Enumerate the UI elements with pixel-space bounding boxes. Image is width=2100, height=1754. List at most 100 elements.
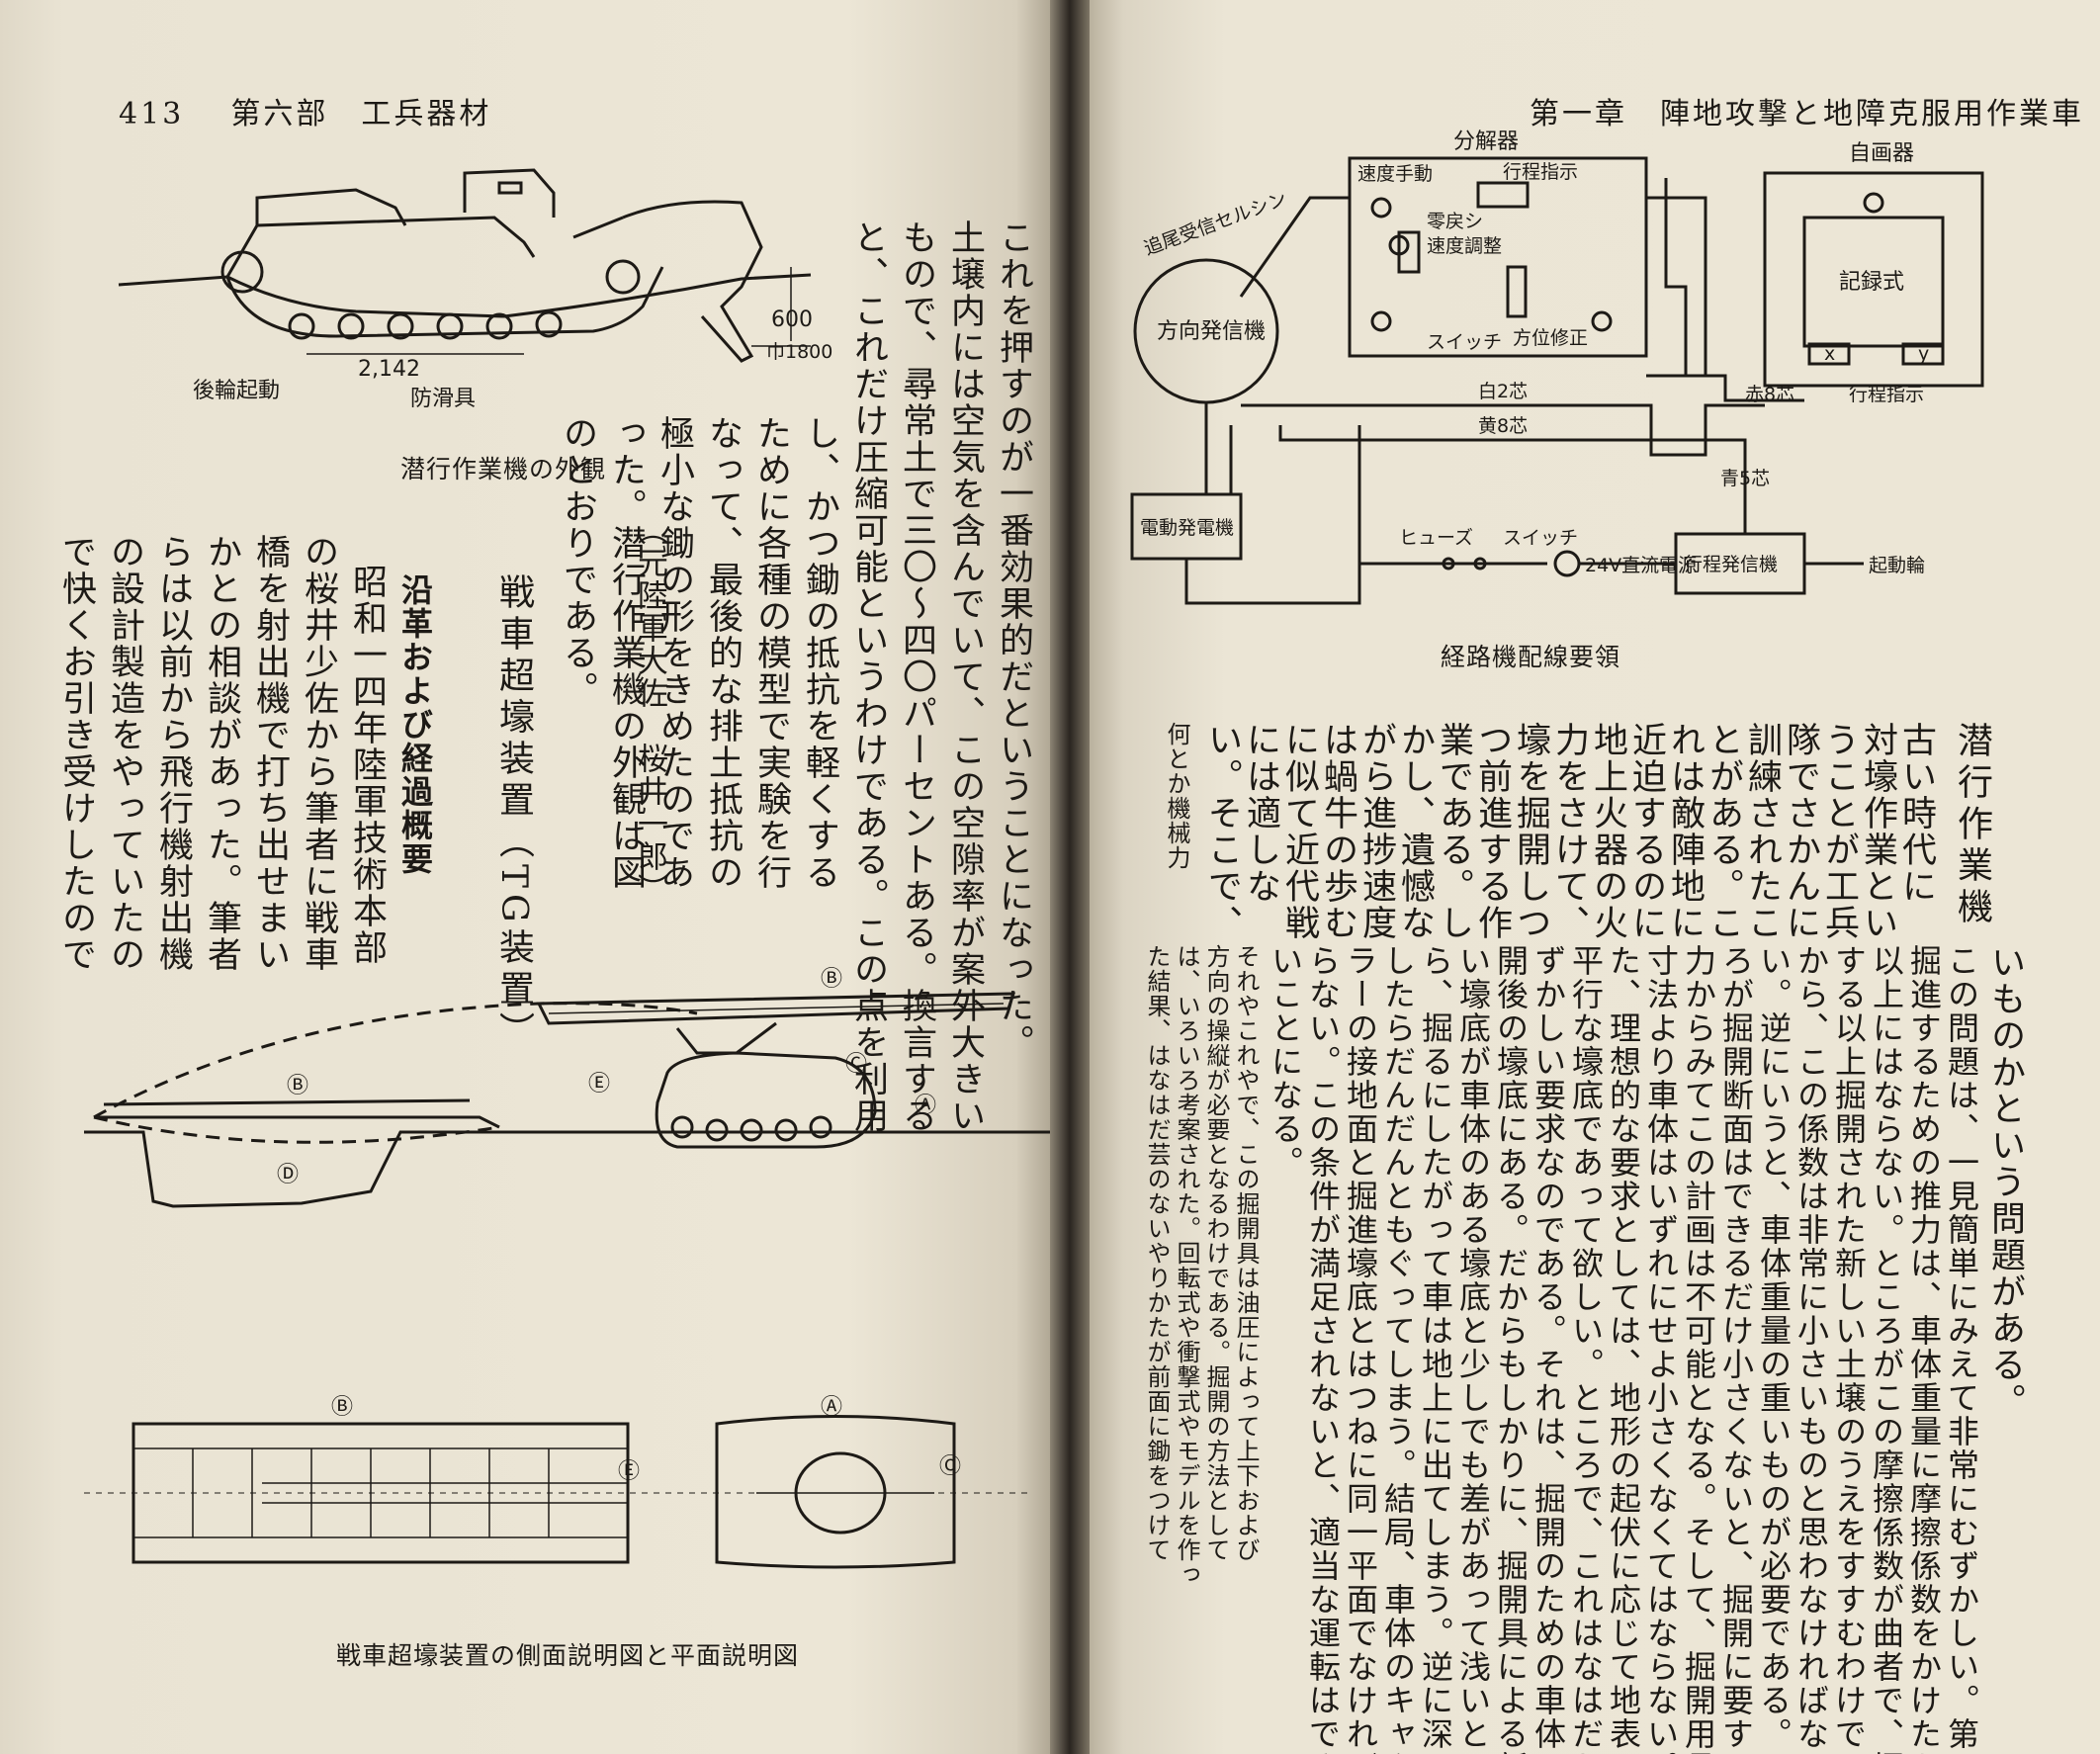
label-speed-adjust: 速度調整 xyxy=(1427,235,1502,257)
text-column: ずかしい要求なのである。それは、掘開のための車体は掘 xyxy=(1530,944,1567,1754)
right-chapter-title: 第一章 陣地攻撃と地障克服用作業車 xyxy=(1530,97,2084,132)
text-column: かし、遺憾な xyxy=(1395,722,1435,941)
tunneling-machine-figure: 2,142 600 巾1800 後輪起動 防滑具 xyxy=(118,168,832,411)
left-page-number: 413 xyxy=(119,97,185,132)
mark-e: Ⓔ xyxy=(588,1072,610,1096)
text-column: とがある。こ xyxy=(1704,722,1743,941)
label-resolver: 分解器 xyxy=(1453,130,1519,154)
label-plotter: 自画器 xyxy=(1849,141,1914,166)
label-switch: スイッチ xyxy=(1427,331,1502,353)
text-column: た結果、はなはだ芸のないやりかたが前面に鋤をつけて xyxy=(1143,944,1171,1562)
label-follow-selsyn: 追尾受信セルシン xyxy=(1141,188,1289,260)
text-column: 以上にはならない。ところがこの摩擦係数が曲者で、掘進 xyxy=(1868,944,1905,1754)
label-yellow8: 黄8芯 xyxy=(1478,415,1528,437)
mark-e-plan: Ⓔ xyxy=(618,1459,640,1484)
text-column: から、この係数は非常に小さいものと思わなければならな xyxy=(1793,944,1830,1754)
section-title-tg: 戦車超壕装置（TG装置） xyxy=(493,573,534,1053)
text-column: いことになる。 xyxy=(1267,944,1304,1180)
text-column: は蝸牛の歩む xyxy=(1318,722,1357,941)
mark-b-top: Ⓑ xyxy=(821,967,842,992)
text-column: もので、尋常土で三〇〜四〇パーセントある。換言する xyxy=(897,219,936,1134)
text-column: 昭和一四年陸軍技術本部 xyxy=(347,564,387,966)
author-credit: （元陸軍大佐 桜井一郎） xyxy=(632,514,667,906)
text-column: 何とか機械力 xyxy=(1163,722,1190,870)
dim-height: 600 xyxy=(771,307,813,332)
text-column: 古い時代に xyxy=(1896,722,1936,905)
text-column: の桜井少佐から筆者に戦車 xyxy=(299,534,338,973)
left-page-header: 413 第六部 工兵器材 xyxy=(119,89,491,132)
text-column: つ前進する作 xyxy=(1472,722,1512,941)
text-column: 壕を掘開しつ xyxy=(1511,722,1550,941)
text-column: には適しな xyxy=(1241,722,1280,905)
text-column: 力からみてこの計画は不可能となる。そして、掘開用具の xyxy=(1680,944,1717,1754)
text-column: この問題は、一見簡単にみえて非常にむずかしい。第一 xyxy=(1943,944,1980,1754)
text-column: ら、掘るにしたがって車は地上に出てしまう。逆に深いと xyxy=(1417,944,1454,1754)
mark-b-plan: Ⓑ xyxy=(331,1395,353,1420)
text-column: 対壕作業とい xyxy=(1858,722,1897,941)
text-column: 寸法より車体はいずれにせよ小さくなくてはならない。ま xyxy=(1642,944,1680,1754)
text-column: し、かつ鋤の抵抗を軽くする xyxy=(800,415,839,891)
text-column: は、いろいろ考案された。回転式や衝撃式やモデルを作っ xyxy=(1173,944,1200,1587)
dim-width: 巾1800 xyxy=(766,341,832,363)
mark-d: Ⓓ xyxy=(277,1163,299,1187)
label-drive-wheel: 起動輪 xyxy=(1869,555,1925,576)
text-column: 掘進するための推力は、車体重量に摩擦係数をかけたもの xyxy=(1905,944,1943,1754)
text-column: に似て近代戦 xyxy=(1279,722,1319,941)
label-travel-transmitter: 行程発信機 xyxy=(1684,554,1778,575)
text-column: ラーの接地面と掘進壕底とはつねに同一平面でなければな xyxy=(1342,944,1379,1754)
label-direction-transmitter: 方向発信機 xyxy=(1157,319,1266,344)
text-column: で快くお引き受けしたので xyxy=(56,534,96,973)
text-column: いものかという問題がある。 xyxy=(1985,944,2025,1420)
text-column: い。逆にいうと、車体重量の重いものが必要である。とこ xyxy=(1755,944,1793,1754)
dim-length: 2,142 xyxy=(358,357,420,382)
label-slip: 防滑具 xyxy=(410,387,476,411)
text-column: 力をさけて、 xyxy=(1549,722,1589,941)
label-white2: 白2芯 xyxy=(1478,381,1528,402)
mark-a: Ⓐ xyxy=(915,1094,936,1118)
text-column: がら進捗速度 xyxy=(1356,722,1396,941)
fig2-caption: 戦車超壕装置の側面説明図と平面説明図 xyxy=(336,1641,800,1670)
text-column: た、理想的な要求としては、地形の起伏に応じて地表面に xyxy=(1605,944,1642,1754)
mark-a-plan: Ⓐ xyxy=(821,1395,842,1420)
mark-b-left: Ⓑ xyxy=(287,1074,308,1098)
text-column: なって、最後的な排土抵抗の xyxy=(703,415,743,891)
text-column: 開後の壕底にある。だからもしかりに、掘開具による新し xyxy=(1492,944,1530,1754)
text-column: 近迫するのに xyxy=(1626,722,1666,941)
text-column: 業である。し xyxy=(1434,722,1473,941)
text-column: らは以前から飛行機射出機 xyxy=(153,534,193,973)
label-y: y xyxy=(1918,343,1929,365)
mark-c-plan: Ⓒ xyxy=(939,1454,961,1479)
text-column: これを押すのが一番効果的だということになった。 xyxy=(994,219,1033,1061)
text-column: らない。この条件が満足されないと、適当な運転はできな xyxy=(1304,944,1342,1754)
text-column: と、これだけ圧縮可能というわけである。この点を利用 xyxy=(848,219,888,1134)
tank-bridge-figure: Ⓑ Ⓒ Ⓐ Ⓑ Ⓔ Ⓓ Ⓑ Ⓐ Ⓔ Ⓒ xyxy=(84,967,1053,1569)
text-column: ために各種の模型で実験を行 xyxy=(751,415,791,891)
text-column: うことが工兵 xyxy=(1819,722,1859,941)
text-column: 訓練されたこ xyxy=(1742,722,1782,941)
wiring-diagram: 分解器 自画器 速度手動 行程指示 零戻シ 速度調整 スイッチ 方位修正 追尾受… xyxy=(1130,130,1984,605)
text-column: れは敵陣地に xyxy=(1665,722,1705,941)
text-column: の設計製造をやっていたの xyxy=(105,534,144,973)
left-section-title: 第六部 工兵器材 xyxy=(230,97,492,132)
book-gutter xyxy=(1050,0,1090,1754)
label-travel-ind2: 行程指示 xyxy=(1849,384,1924,405)
fig3-caption: 経路機配線要領 xyxy=(1441,643,1621,671)
text-column: 方向の操縦が必要となるわけである。掘開の方法として xyxy=(1202,944,1230,1562)
text-column: する以上掘開された新しい土壌のうえをすすむわけである xyxy=(1830,944,1868,1754)
subsection-title: 沿革および経過概要 xyxy=(396,573,434,876)
label-motor-generator: 電動発電機 xyxy=(1140,517,1234,539)
fig1-caption: 潜行作業機の外観 xyxy=(400,455,607,483)
label-recorder: 記録式 xyxy=(1839,270,1904,295)
label-power: 24V直流電源 xyxy=(1585,555,1697,576)
text-column: ろが掘開断面はできるだけ小さくないと、掘開に要する動 xyxy=(1717,944,1755,1754)
label-blue5: 青5芯 xyxy=(1720,468,1770,489)
label-rear-wheel: 後輪起動 xyxy=(193,379,280,403)
right-page: 第一章 陣地攻撃と地障克服用作業車 412 xyxy=(1083,0,2100,1754)
right-page-header: 第一章 陣地攻撃と地障克服用作業車 412 xyxy=(1530,89,2100,132)
mark-c: Ⓒ xyxy=(845,1052,867,1077)
label-fuse: ヒューズ xyxy=(1399,527,1473,549)
text-column: った。潜行作業機の外観は図 xyxy=(606,415,646,891)
text-column: 土壌内には空気を含んでいて、この空隙率が案外大きい xyxy=(945,219,985,1134)
label-speed-manual: 速度手動 xyxy=(1357,163,1433,185)
text-column: のとおりである。 xyxy=(558,415,597,708)
